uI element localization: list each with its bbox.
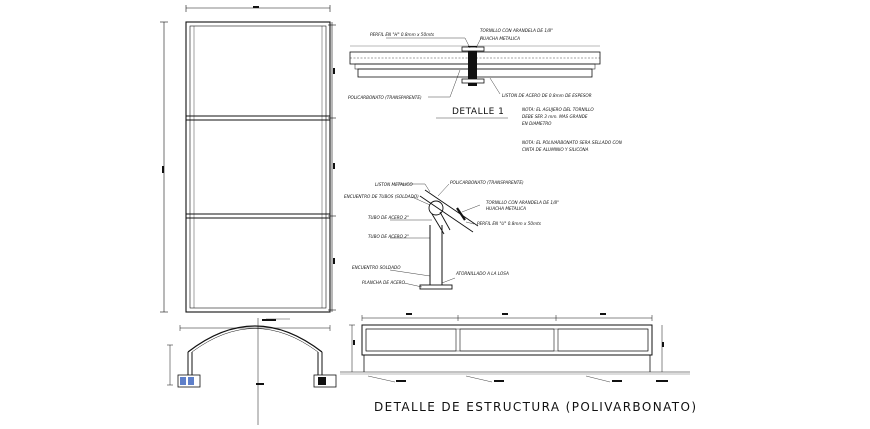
leader [411,196,431,206]
label-encuentro-tubos: ENCUENTRO DE TUBOS (SOLDADO) [344,194,419,199]
elevation-panel [459,328,555,352]
elevation-leader-text [656,380,668,382]
plan-view [160,5,336,313]
label-polycarbonate-2: POLICARBONATO (TRANSPARENTE) [450,180,524,185]
base-plate [419,284,453,290]
elevation-leader-text [494,380,504,382]
elevation-dim-text [502,313,508,315]
note-2-line-2: CINTA DE ALUMINIO Y SILICONA [522,147,589,152]
note-1-line-1: NOTA: EL AGUJERO DEL TORNILLO [522,107,594,112]
leader [461,204,481,213]
label-tornillo-2: TORNILLO CON ARANDELA DE 1/8" [486,200,559,205]
arch-axis-mark [256,383,264,385]
elevation-panel [365,328,457,352]
elevation-panel [557,328,649,352]
detail-1: PERFIL EN "H" 0.8mm x 50mts TORNILLO CON… [348,28,623,152]
detail-1-title: DETALLE 1 [452,107,504,117]
arch-right-base [313,374,337,388]
label-tubo-acero-1: TUBO DE ACERO 2" [368,215,409,220]
leader-liston [489,77,501,95]
leader [396,183,431,193]
inclined-tube [439,211,451,231]
plan-top-dimension-text [253,6,259,8]
elevation-dim-text [353,340,355,345]
washer-bottom [461,78,485,84]
elevation-frame [361,324,653,356]
label-liston-acero: LISTON DE ACERO DE 0.8mm DE ESPESOR [502,93,592,98]
elevation-leader-text [396,380,406,382]
plan-dim-text [333,258,335,264]
label-encuentro-soldado: ENCUENTRO SOLDADO [352,265,401,270]
leader [437,183,450,197]
bolt [468,46,477,86]
plan-dim-text [333,68,335,74]
leader-perfil [386,37,471,49]
label-huacha-2: HUACHA METALICA [486,206,526,211]
elevation-dim-text [600,313,606,315]
elevation-view [340,313,690,383]
label-huacha: HUACHA METALICA [480,36,520,41]
elevation-leader [465,375,493,383]
label-perfil-u: PERFIL EN "U" 0.8mm x 50mts [477,221,542,226]
label-plancha: PLANCHA DE ACERO [362,280,406,285]
arch-dim-text [262,319,276,321]
label-tornillo: TORNILLO CON ARANDELA DE 1/8" [480,28,553,33]
label-liston-metalico: LISTON METALICO [375,182,413,187]
drawing-title: DETALLE DE ESTRUCTURA (POLIVARBONATO) [374,400,697,414]
arch-right-base-fill [318,377,326,385]
elevation-leader-text [612,380,622,382]
slanted-profile [419,195,474,233]
elevation-leader [367,375,396,383]
leader [389,269,431,277]
elevation-dim-text [662,342,664,347]
label-atornillado: ATORNILLADO A LA LOSA [455,271,509,276]
pipe-joint [428,200,444,216]
label-tubo-acero-2: TUBO DE ACERO 2" [368,234,409,239]
arch-curve [187,325,323,353]
plan-outer-frame [185,21,331,313]
washer-top [461,46,485,52]
leader-polycarbonate [428,69,461,98]
note-1-line-3: EN DIAMETRO [522,121,552,126]
leader-tornillo [475,35,483,49]
elevation-dim-text [406,313,412,315]
note-2-line-1: NOTA: EL POLIVARBONATO SERA SELLADO CON [522,140,623,145]
arch-left-base-fill [188,377,194,385]
plan-left-dimension-text [162,166,164,173]
plan-inner-frame [189,25,327,309]
label-polycarbonate: POLICARBONATO (TRANSPARENTE) [348,95,422,100]
plan-dim-text [333,163,335,169]
elevation-frame-inner [365,328,649,352]
leader [465,221,475,225]
elevation-leader [585,375,611,383]
detail-2: LISTON METALICO POLICARBONATO (TRANSPARE… [344,180,559,290]
note-1-line-2: DEBE SER 3 mm. MAS GRANDE [522,114,588,119]
leader [441,277,456,284]
arch-left-base-fill [180,377,186,385]
leader [403,282,423,288]
arch-section [167,318,337,425]
slanted-profile [424,189,479,227]
label-perfil-h: PERFIL EN "H" 0.8mm x 50mts [370,32,435,37]
arch-curve-inner [191,328,319,353]
connection-bolt [456,207,466,221]
arch-left-base [177,374,201,388]
